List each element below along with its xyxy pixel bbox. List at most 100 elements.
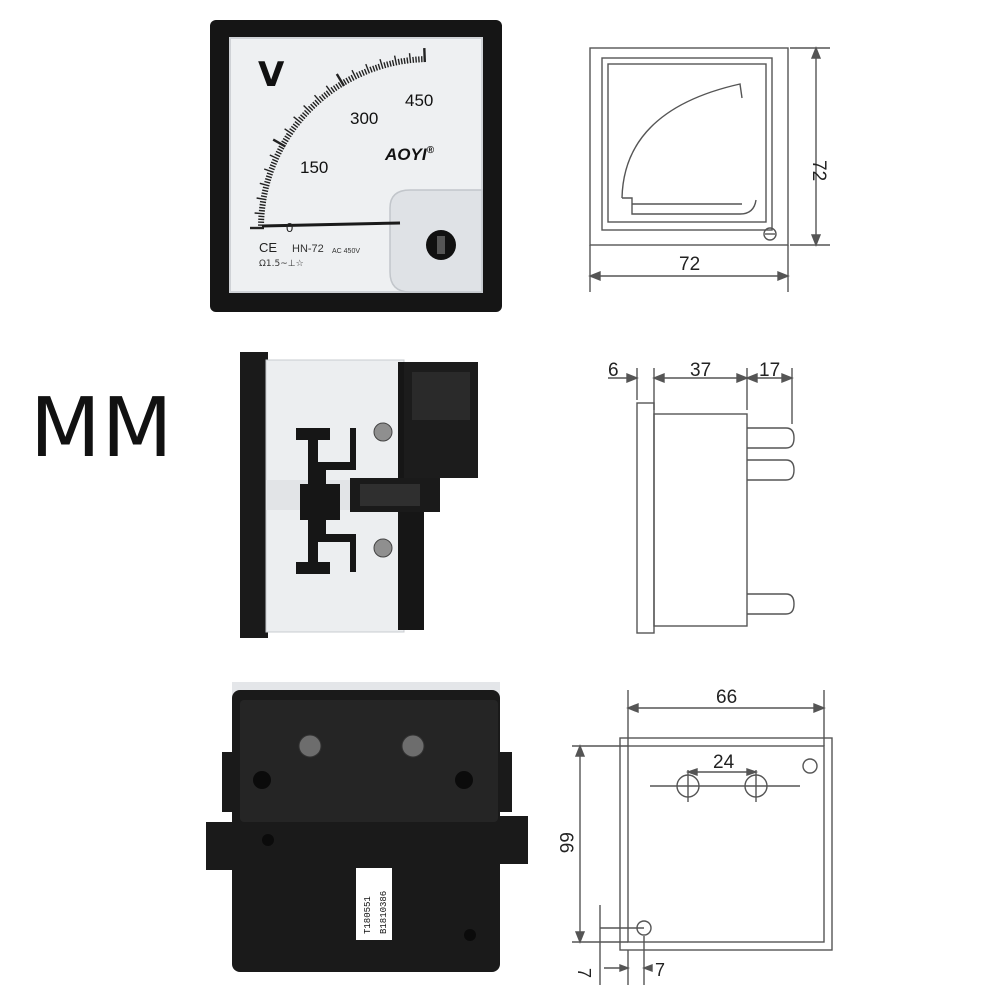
dial-tick — [265, 178, 272, 182]
back-serial-label-line1: T180551 — [363, 896, 373, 934]
dial-tick — [332, 85, 338, 91]
dial-tick — [290, 125, 297, 131]
dial-tick — [337, 82, 343, 88]
dial-tick — [347, 76, 353, 83]
side-bezel — [240, 352, 268, 638]
dial-tick — [361, 69, 365, 76]
back-clip-right — [498, 816, 528, 864]
dial-tick — [259, 203, 266, 207]
dial-tick — [258, 215, 265, 218]
dial-tick — [374, 64, 379, 71]
dial-tick — [397, 58, 401, 65]
dial-tick — [281, 140, 288, 145]
side-outline-terminal-2 — [747, 459, 795, 481]
dial-tick — [275, 150, 282, 155]
dial-tick — [256, 197, 267, 201]
dial-tick — [258, 209, 265, 212]
side-screw-top — [373, 422, 393, 442]
dial-tick — [300, 114, 306, 120]
dial-tick — [325, 90, 331, 97]
dial-tick — [321, 93, 326, 100]
model-text: HN-72 — [292, 243, 324, 255]
dial-tick — [278, 145, 285, 150]
front-zero-adjust — [763, 227, 777, 241]
dial-label-300: 300 — [350, 109, 378, 128]
dial-tick — [415, 56, 417, 63]
dial-tick — [293, 116, 302, 124]
back-terminal-block — [240, 700, 498, 822]
dial-tick — [269, 164, 276, 168]
dial-tick — [423, 48, 426, 63]
dial-label-450: 450 — [405, 91, 433, 110]
dial-tick — [265, 175, 273, 179]
ce-mark: CE — [259, 240, 277, 255]
side-body-label: 37 — [690, 360, 711, 381]
side-outline-terminal-3 — [747, 593, 795, 615]
dial-tick — [391, 59, 395, 67]
dial-tick — [312, 101, 318, 107]
dial-tick — [304, 109, 310, 116]
back-terminal-screw-right — [401, 734, 425, 758]
back-width-label: 66 — [716, 687, 737, 708]
dial-tick — [412, 56, 415, 63]
dial-tick — [330, 86, 336, 93]
dial-tick — [379, 58, 384, 70]
dial-tick — [308, 105, 314, 111]
dial-tick — [335, 73, 346, 87]
dial-tick — [270, 161, 277, 166]
back-height-label: 66 — [555, 832, 576, 853]
dial-tick — [351, 69, 358, 80]
dial-tick — [268, 166, 275, 171]
dial-tick — [260, 195, 268, 198]
dial-tick — [261, 192, 268, 195]
dial-tick — [254, 212, 265, 215]
mounting-bracket — [296, 428, 356, 574]
dial-tick — [289, 128, 295, 133]
dial-tick — [369, 66, 373, 73]
back-clip-left — [206, 822, 236, 870]
dial-tick — [323, 92, 329, 98]
meter-needle — [261, 221, 401, 228]
dial-tick — [310, 103, 316, 109]
dial-tick — [259, 206, 266, 209]
dial-tick — [284, 128, 294, 136]
dial-tick — [259, 182, 270, 187]
dial-scale-ticks — [250, 48, 426, 230]
dial-tick — [298, 116, 304, 122]
dial-tick — [262, 189, 269, 193]
dial-tick — [406, 57, 409, 64]
front-height-label: 72 — [808, 160, 829, 181]
unit-label: MM — [30, 381, 174, 476]
back-offset-y-label: 7 — [574, 968, 594, 978]
front-scale-arc — [621, 83, 743, 199]
side-outline-body — [653, 413, 748, 627]
dial-tick — [284, 135, 291, 140]
dial-tick — [285, 132, 292, 138]
side-outline-terminal-1 — [747, 427, 795, 449]
front-outline-inner — [601, 57, 773, 231]
dial-tick — [377, 63, 381, 70]
dial-tick — [266, 172, 273, 176]
dial-tick — [277, 148, 284, 153]
brand-logo: AOYI® — [384, 145, 435, 164]
dial-tick — [389, 60, 392, 67]
dial-tick — [264, 180, 271, 184]
dial-tick — [294, 121, 301, 126]
dial-tick — [314, 99, 320, 106]
side-screw-bottom — [373, 538, 393, 558]
dial-tick — [262, 186, 269, 190]
dial-unit-symbol: V — [258, 55, 285, 95]
back-spacing-label: 24 — [713, 752, 735, 773]
side-terminals-label: 17 — [759, 360, 780, 381]
dial-tick — [263, 168, 274, 173]
dial-tick — [386, 61, 389, 68]
front-outline-outer — [589, 47, 789, 246]
dial-label-150: 150 — [300, 158, 328, 177]
dial-tick — [313, 94, 322, 104]
dial-tick — [403, 57, 406, 65]
